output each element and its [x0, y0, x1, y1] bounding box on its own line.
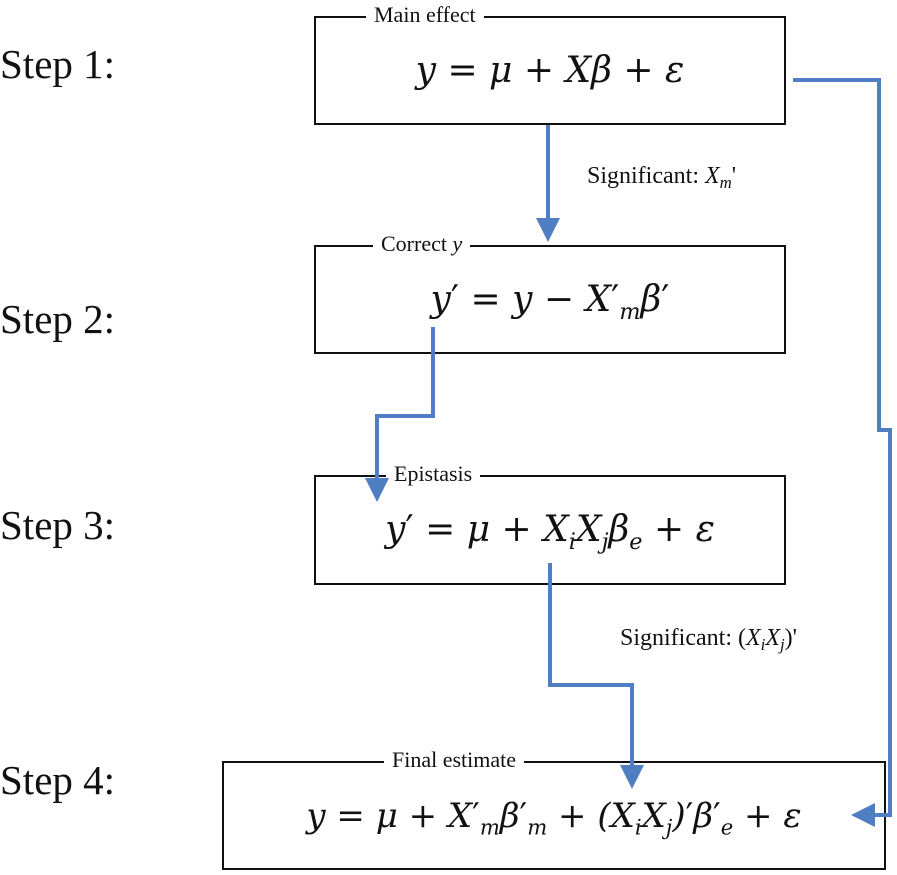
arrow-step2-to-step3	[365, 327, 435, 502]
main-effect-caption: Main effect	[366, 2, 484, 28]
step-2-label: Step 2:	[0, 296, 116, 342]
arrow-step1-to-step4	[793, 78, 892, 827]
final-estimate-caption: Final estimate	[384, 747, 525, 773]
correct-y-box: y′ = y − X′mβ′	[314, 245, 786, 354]
step-3-label: Step 3:	[0, 502, 116, 548]
main-effect-equation: y = μ + Xβ + ε	[415, 49, 685, 91]
correct-y-caption: Correct y	[373, 231, 471, 257]
step-4-label: Step 4:	[0, 757, 116, 803]
epistasis-caption: Epistasis	[386, 461, 481, 487]
significant-epistasis-label: Significant: (XiXj)'	[620, 625, 797, 655]
final-estimate-equation: y = μ + X′mβ′m + (XiXj)′β′e + ε	[306, 795, 802, 839]
arrow-step3-to-step4	[548, 563, 644, 789]
correct-y-equation: y′ = y − X′mβ′	[430, 278, 670, 325]
significant-main-label: Significant: Xm'	[587, 163, 737, 193]
step-1-label: Step 1:	[0, 41, 116, 87]
epistasis-equation: y′ = μ + XiXjβe + ε	[385, 509, 715, 555]
final-estimate-box: y = μ + X′mβ′m + (XiXj)′β′e + ε	[222, 761, 886, 870]
main-effect-box: y = μ + Xβ + ε	[314, 16, 786, 125]
